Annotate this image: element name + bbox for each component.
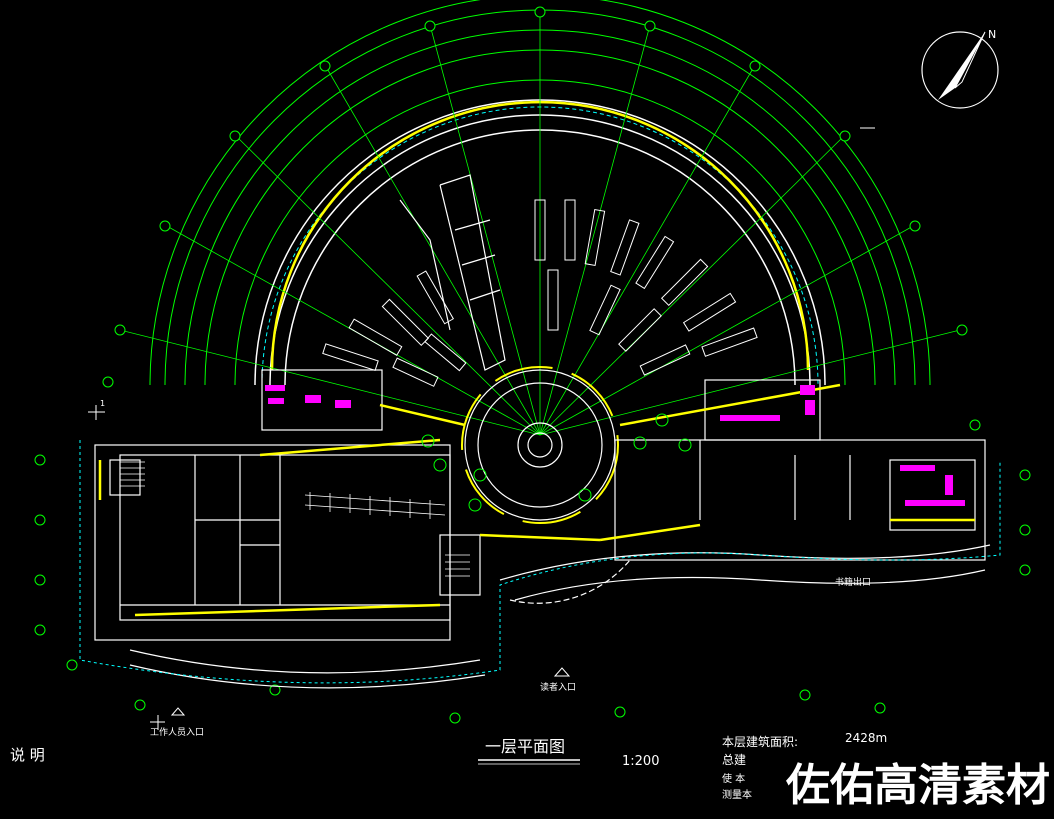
section-mark-label: 1 — [100, 399, 105, 408]
drawing-title: 一层平面图 — [485, 737, 565, 756]
drawing-scale: 1:200 — [622, 754, 659, 769]
building-outline-dashed — [79, 440, 1001, 684]
interior-walls — [94, 174, 991, 689]
left-room-shelves — [304, 492, 446, 519]
staff-entrance-label: 工作人员入口 — [150, 726, 204, 738]
grid-bubbles — [34, 6, 1031, 724]
section-markers — [88, 127, 875, 730]
north-arrow-icon — [921, 31, 999, 109]
area-label-3: 使 本 — [722, 772, 745, 785]
watermark-text: 佐佑高清素材 — [785, 760, 1050, 811]
north-label: N — [988, 28, 996, 41]
toilet-fixtures — [265, 385, 965, 506]
reader-entrance-label: 读者入口 — [540, 681, 576, 693]
notes-label: 说 明 — [10, 746, 45, 764]
reader-entrance-marker — [553, 667, 571, 677]
rotunda-wall — [461, 366, 619, 524]
plant-symbols — [421, 413, 692, 512]
total-area-label: 总建 — [722, 753, 746, 767]
radial-grid-lines — [119, 10, 961, 436]
floor-area-label: 本层建筑面积: — [722, 734, 798, 749]
floor-area-value: 2428m — [845, 731, 887, 745]
book-stacks — [322, 199, 758, 387]
area-label-4: 测量本 — [722, 788, 752, 801]
book-exit-label: 书籍出口 — [835, 576, 871, 588]
staircase — [120, 461, 470, 577]
staff-entrance-marker — [170, 707, 186, 716]
